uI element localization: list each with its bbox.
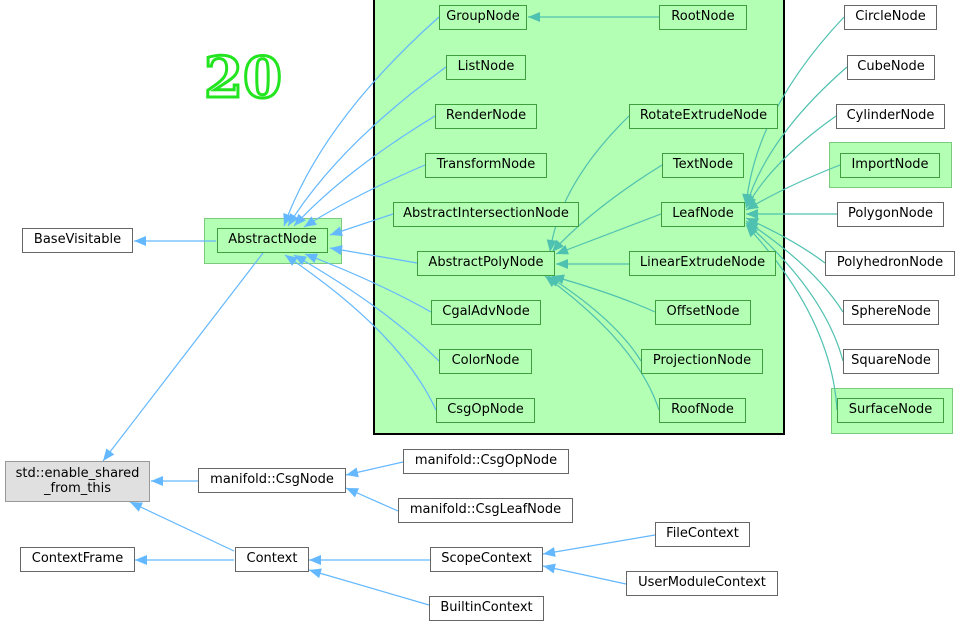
inheritance-arrowhead — [346, 488, 359, 498]
node-groupnode[interactable]: GroupNode — [439, 5, 527, 30]
node-usermodulecontext[interactable]: UserModuleContext — [626, 571, 778, 596]
node-circlenode[interactable]: CircleNode — [844, 5, 937, 30]
inheritance-edge — [551, 164, 663, 253]
node-roofnode[interactable]: RoofNode — [659, 398, 746, 423]
node-colornode[interactable]: ColorNode — [439, 349, 532, 374]
node-surfacenode[interactable]: SurfaceNode — [837, 398, 944, 423]
node-enable-shared-from-this[interactable]: std::enable_shared _from_this — [5, 461, 150, 502]
inheritance-arrowhead — [151, 476, 163, 486]
inheritance-arrowhead — [552, 239, 564, 252]
inheritance-edge — [284, 254, 437, 411]
inheritance-arrowhead — [304, 216, 317, 227]
inheritance-edge — [547, 275, 642, 362]
node-manifold-csgnode[interactable]: manifold::CsgNode — [198, 468, 346, 493]
inheritance-arrowhead — [346, 467, 359, 478]
inheritance-edge — [551, 275, 656, 313]
inheritance-edge — [542, 534, 656, 555]
inheritance-arrowhead — [746, 209, 758, 219]
inheritance-arrowhead — [556, 245, 569, 255]
inheritance-edge — [293, 254, 440, 362]
node-polygonnode[interactable]: PolygonNode — [837, 202, 944, 227]
inheritance-arrowhead — [130, 502, 143, 512]
inheritance-arrowhead — [330, 226, 343, 236]
node-cylindernode[interactable]: CylinderNode — [836, 104, 945, 129]
enable-shared-line2: _from_this — [44, 480, 111, 496]
inheritance-edge — [102, 252, 264, 462]
node-abstractnode[interactable]: AbstractNode — [217, 228, 328, 253]
node-abstractpolynode[interactable]: AbstractPolyNode — [417, 251, 555, 276]
inheritance-arrowhead — [134, 236, 146, 246]
inheritance-arrowhead — [135, 555, 147, 565]
inheritance-arrowhead — [288, 213, 299, 226]
inheritance-edge — [745, 224, 838, 411]
inheritance-edge — [308, 569, 430, 606]
inheritance-arrowhead — [330, 245, 343, 255]
inheritance-edge — [549, 115, 630, 253]
inheritance-edge — [129, 501, 235, 552]
node-rotateextrudenode[interactable]: RotateExtrudeNode — [629, 104, 778, 129]
inheritance-edge — [293, 115, 436, 227]
inheritance-edge — [542, 565, 627, 585]
node-manifold-csgopnode[interactable]: manifold::CsgOpNode — [403, 449, 569, 474]
inheritance-arrowhead — [746, 199, 759, 210]
node-builtincontext[interactable]: BuiltinContext — [429, 596, 544, 621]
node-transformnode[interactable]: TransformNode — [425, 153, 547, 178]
inheritance-edge — [329, 247, 418, 264]
inheritance-arrowhead — [285, 255, 298, 266]
inheritance-edge — [544, 275, 660, 411]
node-offsetnode[interactable]: OffsetNode — [655, 300, 751, 325]
node-cubenode[interactable]: CubeNode — [847, 55, 935, 80]
inheritance-arrowhead — [543, 563, 556, 574]
node-context[interactable]: Context — [235, 547, 309, 572]
node-manifold-csgleafnode[interactable]: manifold::CsgLeafNode — [398, 498, 573, 523]
inheritance-arrowhead — [309, 555, 321, 565]
node-projectionnode[interactable]: ProjectionNode — [641, 349, 763, 374]
inheritance-arrowhead — [556, 259, 568, 269]
inheritance-arrowhead — [528, 12, 540, 22]
node-rootnode[interactable]: RootNode — [659, 5, 747, 30]
inheritance-edge — [745, 222, 844, 362]
node-contextframe[interactable]: ContextFrame — [20, 547, 135, 572]
inheritance-arrowhead — [546, 239, 557, 252]
node-basevisitable[interactable]: BaseVisitable — [22, 228, 133, 253]
inheritance-arrowhead — [294, 213, 306, 226]
inheritance-edge — [304, 253, 432, 313]
node-rendernode[interactable]: RenderNode — [435, 104, 537, 129]
inheritance-arrowhead — [305, 253, 318, 263]
node-listnode[interactable]: ListNode — [446, 55, 526, 80]
inheritance-edge — [745, 115, 837, 209]
node-linearextrudenode[interactable]: LinearExtrudeNode — [629, 251, 776, 276]
inheritance-arrowhead — [746, 195, 757, 208]
node-textnode[interactable]: TextNode — [662, 153, 744, 178]
badge-text: 20 — [205, 45, 282, 110]
node-cgaladvnode[interactable]: CgalAdvNode — [431, 300, 541, 325]
inheritance-arrowhead — [543, 547, 556, 557]
inheritance-arrowhead — [309, 568, 322, 579]
node-squarenode[interactable]: SquareNode — [843, 349, 939, 374]
node-leafnode[interactable]: LeafNode — [661, 202, 745, 227]
inheritance-arrowhead — [103, 448, 115, 461]
version-badge: 20 — [205, 44, 283, 111]
node-filecontext[interactable]: FileContext — [655, 522, 750, 547]
node-importnode[interactable]: ImportNode — [840, 153, 940, 178]
node-csgopnode[interactable]: CsgOpNode — [436, 398, 535, 423]
inheritance-edge — [283, 16, 440, 227]
inheritance-edge — [745, 66, 848, 208]
inheritance-edge — [303, 164, 426, 228]
inheritance-arrowhead — [746, 225, 758, 238]
enable-shared-line1: std::enable_shared — [15, 466, 140, 482]
inheritance-edge — [745, 220, 844, 313]
node-abstractintersectionnode[interactable]: AbstractIntersectionNode — [393, 202, 579, 227]
node-polyhedronnode[interactable]: PolyhedronNode — [825, 251, 955, 276]
inheritance-arrowhead — [545, 276, 558, 288]
node-scopecontext[interactable]: ScopeContext — [430, 547, 543, 572]
node-spherenode[interactable]: SphereNode — [843, 300, 939, 325]
inheritance-edge — [287, 66, 447, 227]
